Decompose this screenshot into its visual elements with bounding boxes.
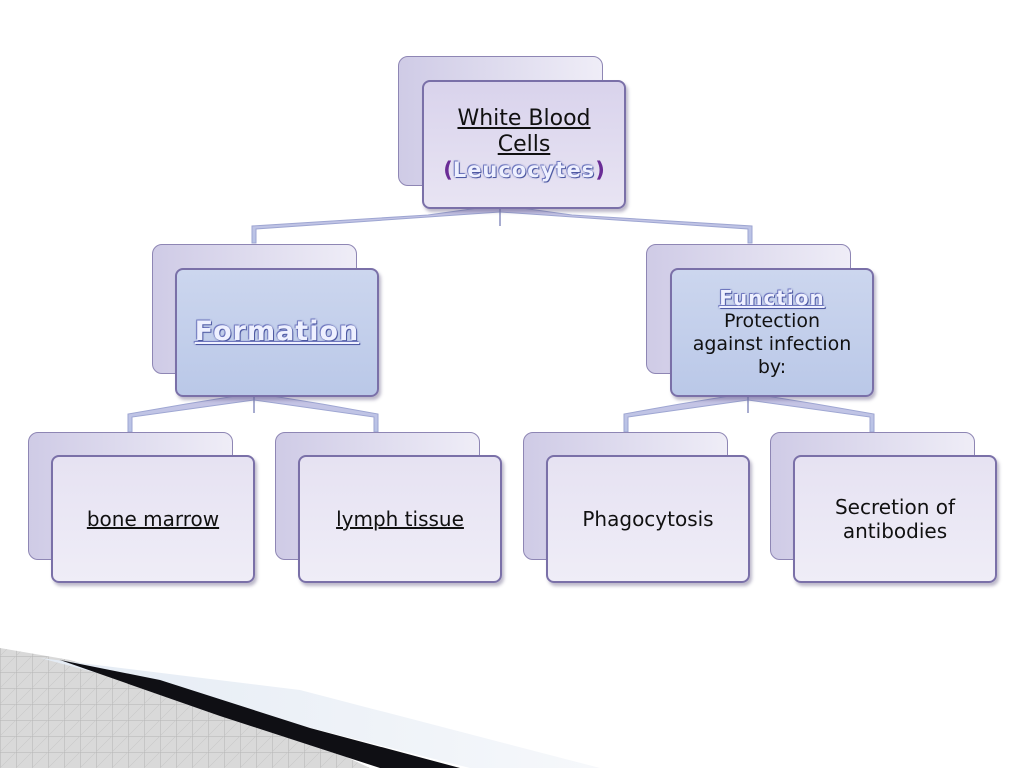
function-heading: Function — [719, 286, 825, 311]
connector-root-children — [251, 204, 753, 244]
root-paren-close: ) — [595, 158, 605, 183]
bone-marrow-label: bone marrow — [86, 507, 220, 531]
secretion-label-line2: antibodies — [842, 519, 948, 543]
function-text-line3: by: — [757, 355, 787, 378]
function-node: Function Protection against infection by… — [670, 268, 874, 397]
root-paren-open: ( — [443, 158, 453, 183]
root-title-line1: White Blood — [457, 105, 591, 131]
phagocytosis-label: Phagocytosis — [582, 507, 714, 531]
secretion-of-antibodies-node: Secretion of antibodies — [793, 455, 997, 583]
function-text-line1: Protection — [723, 310, 821, 333]
lymph-tissue-node: lymph tissue — [298, 455, 502, 583]
phagocytosis-node: Phagocytosis — [546, 455, 750, 583]
connector-formation-children — [127, 392, 379, 433]
function-text-line2: against infection — [692, 333, 852, 356]
root-node-white-blood-cells: White Blood Cells (Leucocytes) — [422, 80, 626, 209]
secretion-label-line1: Secretion of — [834, 495, 956, 519]
root-title-line2: Cells — [497, 131, 551, 157]
root-subtitle: (Leucocytes) — [443, 158, 605, 183]
formation-label: Formation — [194, 316, 360, 348]
formation-node: Formation — [175, 268, 379, 397]
bone-marrow-node: bone marrow — [51, 455, 255, 583]
lymph-tissue-label: lymph tissue — [336, 507, 464, 531]
connector-function-children — [623, 392, 875, 433]
root-leucocytes-label: Leucocytes — [452, 158, 596, 183]
